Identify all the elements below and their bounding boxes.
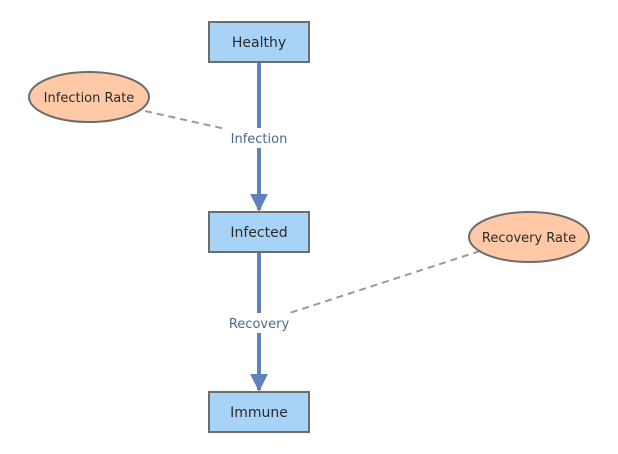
stock-healthy-box[interactable] (208, 21, 310, 63)
stock-infected-box[interactable] (208, 211, 310, 253)
stock-immune[interactable]: Immune (208, 391, 310, 433)
aux-recovery-rate-ellipse[interactable] (468, 211, 590, 263)
flow-recovery-label-bg (225, 313, 293, 333)
flow-recovery[interactable]: Recovery (225, 313, 293, 333)
aux-recovery-rate[interactable]: Recovery Rate (468, 211, 590, 263)
stock-infected[interactable]: Infected (208, 211, 310, 253)
aux-recovery-rate-label: Recovery Rate (482, 231, 576, 246)
stock-immune-label: Immune (230, 405, 288, 421)
aux-infection-rate-label: Infection Rate (44, 91, 135, 106)
flow-infection-label-bg (225, 128, 293, 148)
flow-infection[interactable]: Infection (225, 128, 293, 148)
stock-healthy-label: Healthy (232, 35, 286, 51)
flow-infection-label: Infection (231, 132, 288, 147)
stock-healthy[interactable]: Healthy (208, 21, 310, 63)
link-recovery-rate-to-recovery[interactable] (260, 250, 481, 325)
stock-immune-box[interactable] (208, 391, 310, 433)
stock-infected-label: Infected (230, 225, 287, 241)
aux-infection-rate-ellipse[interactable] (28, 71, 150, 123)
aux-infection-rate[interactable]: Infection Rate (28, 71, 150, 123)
flow-recovery-label: Recovery (229, 317, 290, 332)
